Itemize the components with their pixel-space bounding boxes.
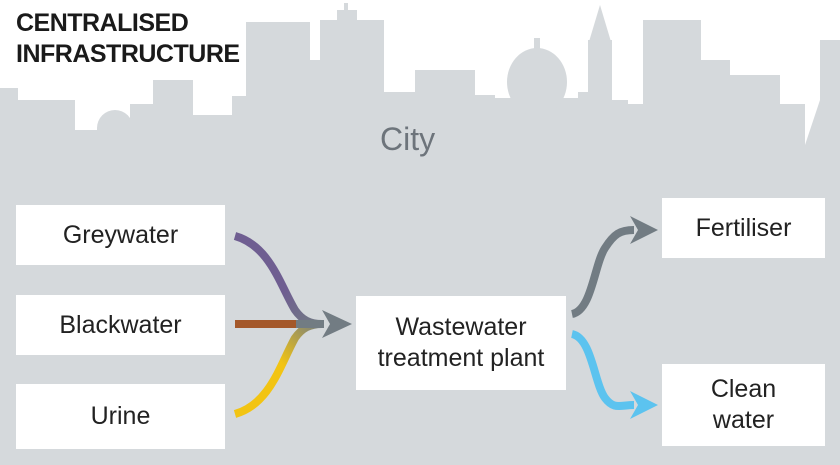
plant-arrowhead (322, 310, 352, 338)
urine-box: Urine (16, 384, 225, 449)
urine-label: Urine (90, 402, 151, 430)
diagram-title: CENTRALISED INFRASTRUCTURE (16, 8, 240, 70)
fertiliser-box: Fertiliser (662, 198, 825, 258)
urine-flow (233, 320, 323, 418)
city-label: City (380, 121, 436, 157)
greywater-flow (233, 232, 323, 328)
blackwater-box: Blackwater (16, 295, 225, 355)
fertiliser-flow (570, 226, 635, 318)
title-line-1: CENTRALISED (16, 9, 189, 37)
treatment-plant-box: Wastewater treatment plant (356, 296, 566, 390)
plant-label-line-1: Wastewater (395, 313, 527, 341)
greywater-label: Greywater (62, 220, 179, 249)
fertiliser-arrowhead (630, 216, 658, 244)
title-line-2: INFRASTRUCTURE (16, 40, 240, 68)
clean-water-arrowhead (630, 391, 658, 419)
clean-water-flow (570, 330, 635, 410)
blackwater-label: Blackwater (59, 310, 182, 339)
clean-water-label-line-1: Clean (710, 375, 777, 403)
clean-water-box: Clean water (662, 364, 825, 446)
clean-water-label-line-2: water (712, 406, 775, 434)
fertiliser-label: Fertiliser (695, 213, 792, 242)
plant-label-line-2: treatment plant (377, 344, 545, 372)
greywater-box: Greywater (16, 205, 225, 265)
